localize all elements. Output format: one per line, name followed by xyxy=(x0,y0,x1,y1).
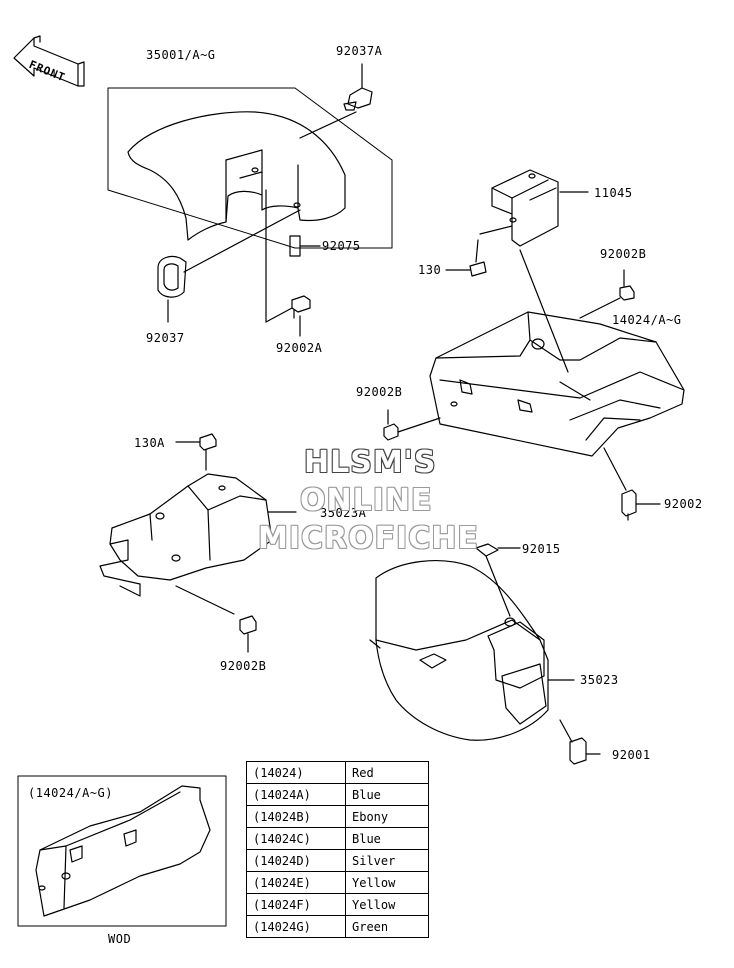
bolt-92002 xyxy=(603,447,661,521)
label-92037a: 92037A xyxy=(336,44,383,58)
color-name-cell: Silver xyxy=(345,849,429,872)
color-table-row: (14024A)Blue xyxy=(246,783,429,806)
label-92002b-mid: 92002B xyxy=(356,385,403,399)
color-table-row: (14024D)Silver xyxy=(246,849,429,872)
color-name-cell: Yellow xyxy=(345,871,429,894)
label-35023: 35023 xyxy=(580,673,619,687)
label-92037: 92037 xyxy=(146,331,185,345)
color-code-cell: (14024A) xyxy=(246,783,346,806)
bolt-92001 xyxy=(569,737,601,765)
color-name-cell: Red xyxy=(345,761,429,784)
bolt-92002a xyxy=(265,189,311,337)
color-code-cell: (14024C) xyxy=(246,827,346,850)
label-130a: 130A xyxy=(134,436,165,450)
color-table-row: (14024E)Yellow xyxy=(246,871,429,894)
clip-92037a xyxy=(299,63,373,139)
color-table-row: (14024G)Green xyxy=(246,915,429,938)
watermark-line2: ONLINE xyxy=(300,483,433,518)
label-35001: 35001/A~G xyxy=(146,48,216,62)
bolt-92002b-low xyxy=(239,615,257,653)
bolt-92002b-mid xyxy=(383,409,441,441)
label-92015: 92015 xyxy=(522,542,561,556)
screw-130a xyxy=(175,433,217,471)
color-table-row: (14024F)Yellow xyxy=(246,893,429,916)
inset-box xyxy=(17,775,227,927)
clip-92037 xyxy=(157,209,301,323)
color-name-cell: Blue xyxy=(345,783,429,806)
front-fender-group xyxy=(107,87,393,249)
color-code-cell: (14024B) xyxy=(246,805,346,828)
inset-caption: WOD xyxy=(108,932,132,946)
label-92002: 92002 xyxy=(664,497,703,511)
watermark-line1: HLSM'S xyxy=(304,445,437,480)
color-name-cell: Blue xyxy=(345,827,429,850)
bracket-11045 xyxy=(491,169,589,247)
label-92002b-low: 92002B xyxy=(220,659,267,673)
color-name-cell: Ebony xyxy=(345,805,429,828)
color-table: (14024)Red(14024A)Blue(14024B)Ebony(1402… xyxy=(246,761,429,938)
watermark-line3: MICROFICHE xyxy=(258,521,479,556)
color-code-cell: (14024G) xyxy=(246,915,346,938)
color-table-row: (14024B)Ebony xyxy=(246,805,429,828)
label-92002b-top: 92002B xyxy=(600,247,647,261)
grommet-92075 xyxy=(289,235,321,257)
label-130: 130 xyxy=(418,263,442,277)
rear-fender-35023 xyxy=(369,560,575,743)
color-name-cell: Green xyxy=(345,915,429,938)
front-arrow-icon xyxy=(13,35,85,87)
clip-92015 xyxy=(475,543,521,617)
label-35023a: 35023A xyxy=(320,506,367,520)
label-92075: 92075 xyxy=(322,239,361,253)
screw-130 xyxy=(445,225,513,277)
label-14024: 14024/A~G xyxy=(612,313,682,327)
color-table-row: (14024)Red xyxy=(246,761,429,784)
color-code-cell: (14024E) xyxy=(246,871,346,894)
bolt-92002b-top xyxy=(579,269,635,319)
color-code-cell: (14024) xyxy=(246,761,346,784)
inset-title: (14024/A~G) xyxy=(28,786,113,800)
inner-fender-35023a xyxy=(99,473,297,615)
label-92001: 92001 xyxy=(612,748,651,762)
color-code-cell: (14024F) xyxy=(246,893,346,916)
label-92002a: 92002A xyxy=(276,341,323,355)
color-table-row: (14024C)Blue xyxy=(246,827,429,850)
tail-cover-14024 xyxy=(429,249,685,457)
label-11045: 11045 xyxy=(594,186,633,200)
color-code-cell: (14024D) xyxy=(246,849,346,872)
color-name-cell: Yellow xyxy=(345,893,429,916)
